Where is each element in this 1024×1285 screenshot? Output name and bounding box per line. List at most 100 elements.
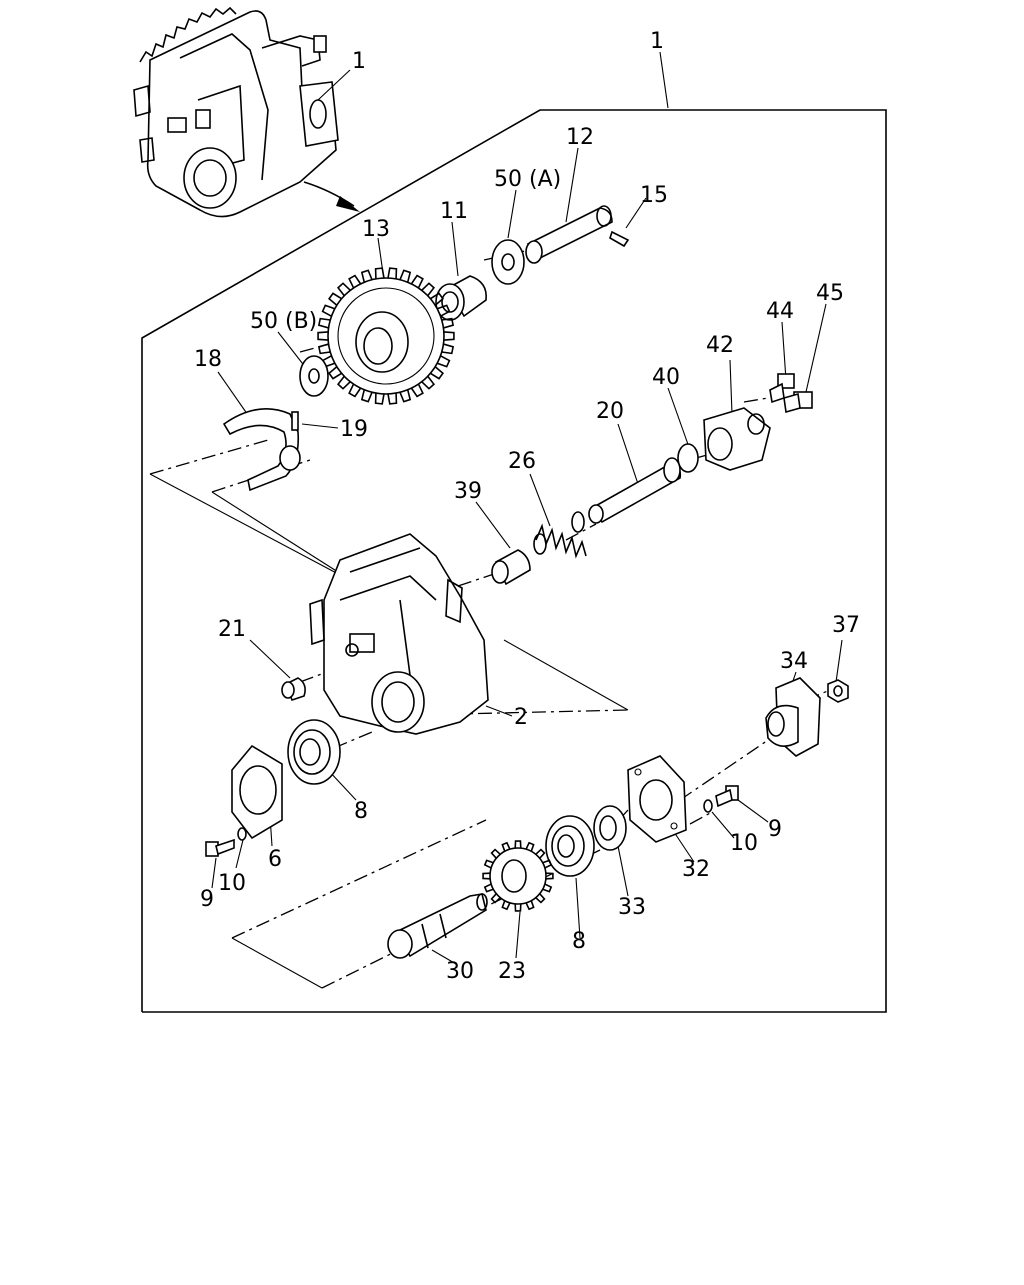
gear-tooth (483, 883, 494, 893)
gear-tooth (387, 393, 398, 405)
callout-12: 12 (566, 125, 594, 150)
gear-tooth (436, 355, 451, 368)
sleeve-39 (491, 549, 531, 586)
callout-2: 2 (514, 705, 528, 730)
gear-tooth (336, 375, 351, 390)
callout-33: 33 (618, 895, 646, 920)
gear-tooth (525, 841, 535, 852)
gear-tooth (441, 343, 455, 355)
gear-tooth (321, 304, 336, 317)
shaft-30 (387, 893, 488, 959)
callout-11: 11 (440, 199, 468, 224)
bolt-9-left (205, 838, 235, 857)
gear-tooth (483, 859, 494, 869)
gear-tooth (441, 317, 455, 329)
gear-tooth (410, 274, 424, 289)
gear-tooth (399, 389, 412, 403)
callout-19: 19 (340, 417, 368, 442)
gear-tooth (348, 274, 362, 289)
callout-8-upper: 8 (354, 799, 368, 824)
gear-tooth (501, 900, 511, 911)
dowel-21 (281, 677, 306, 702)
gear-tooth (545, 872, 554, 880)
gear-tooth (348, 383, 362, 398)
callout-42: 42 (706, 333, 734, 358)
bearing-8-upper (287, 719, 341, 785)
callout-44: 44 (766, 299, 794, 324)
gear-tooth (317, 317, 331, 329)
gear-tooth (436, 304, 451, 317)
gear-tooth (525, 900, 535, 911)
callout-15: 15 (640, 183, 668, 208)
callout-10-right: 10 (730, 831, 758, 856)
gear-tooth (336, 282, 351, 297)
needle-bearing-11 (435, 275, 487, 321)
gear-tooth (501, 841, 511, 852)
callout-18: 18 (194, 347, 222, 372)
callout-1-small: 1 (352, 49, 366, 74)
gear-tooth (399, 269, 412, 283)
gear-tooth (360, 269, 373, 283)
callout-labels: 1 1 12 50 (A) 15 11 13 45 44 50 (B) 42 1… (194, 29, 860, 984)
callout-20: 20 (596, 399, 624, 424)
callout-6: 6 (268, 847, 282, 872)
callout-9-left: 9 (200, 887, 214, 912)
gear-tooth (535, 848, 546, 859)
callout-9-right: 9 (768, 817, 782, 842)
gear-tooth (514, 903, 522, 912)
callout-10-left: 10 (218, 871, 246, 896)
gear-tooth (328, 292, 342, 306)
washer-10-right (703, 799, 713, 813)
gear-tooth (490, 848, 501, 859)
callout-26: 26 (508, 449, 536, 474)
gear-tooth (542, 883, 553, 893)
gasket-6 (231, 744, 283, 840)
pin-15 (609, 230, 630, 248)
gear-tooth (443, 331, 455, 341)
callout-40: 40 (652, 365, 680, 390)
callout-23: 23 (498, 959, 526, 984)
spring-pin-19 (291, 411, 299, 431)
gear-tooth (421, 282, 436, 297)
shift-fork-18 (222, 408, 301, 492)
callout-37: 37 (832, 613, 860, 638)
housing-2 (309, 533, 489, 735)
cover-42 (703, 407, 771, 471)
bolt-45 (783, 391, 813, 414)
callout-50b: 50 (B) (250, 309, 317, 334)
gear-tooth (421, 375, 436, 390)
gear-tooth (430, 366, 444, 380)
callout-30: 30 (446, 959, 474, 984)
o-ring-40 (677, 443, 699, 473)
callout-50a: 50 (A) (494, 167, 561, 192)
callout-45: 45 (816, 281, 844, 306)
gear-tooth (430, 292, 444, 306)
shift-rod-20 (588, 457, 682, 524)
pin-12 (525, 205, 613, 264)
assembly-frame (141, 109, 887, 1013)
gear-tooth (374, 393, 385, 405)
callout-8-lower: 8 (572, 929, 586, 954)
bolt-9-right (715, 785, 739, 808)
gear-tooth (410, 383, 424, 398)
gear-tooth (317, 343, 331, 355)
nut-37 (827, 679, 849, 703)
callout-1-top: 1 (650, 29, 664, 54)
gear-tooth (317, 331, 329, 341)
callout-34: 34 (780, 649, 808, 674)
gear-23 (482, 840, 554, 912)
seal-33 (593, 805, 627, 851)
callout-21: 21 (218, 617, 246, 642)
flange-32 (627, 755, 687, 843)
spring-26 (533, 511, 587, 559)
assembled-pto-view (133, 6, 360, 218)
bearing-8-lower (545, 815, 595, 877)
gear-tooth (360, 389, 373, 403)
gear-13 (317, 267, 455, 405)
washer-10-left (237, 827, 247, 841)
washer-50a (491, 239, 525, 285)
gear-tooth (387, 267, 398, 279)
washer-50b (299, 355, 329, 397)
gear-tooth (490, 893, 501, 904)
